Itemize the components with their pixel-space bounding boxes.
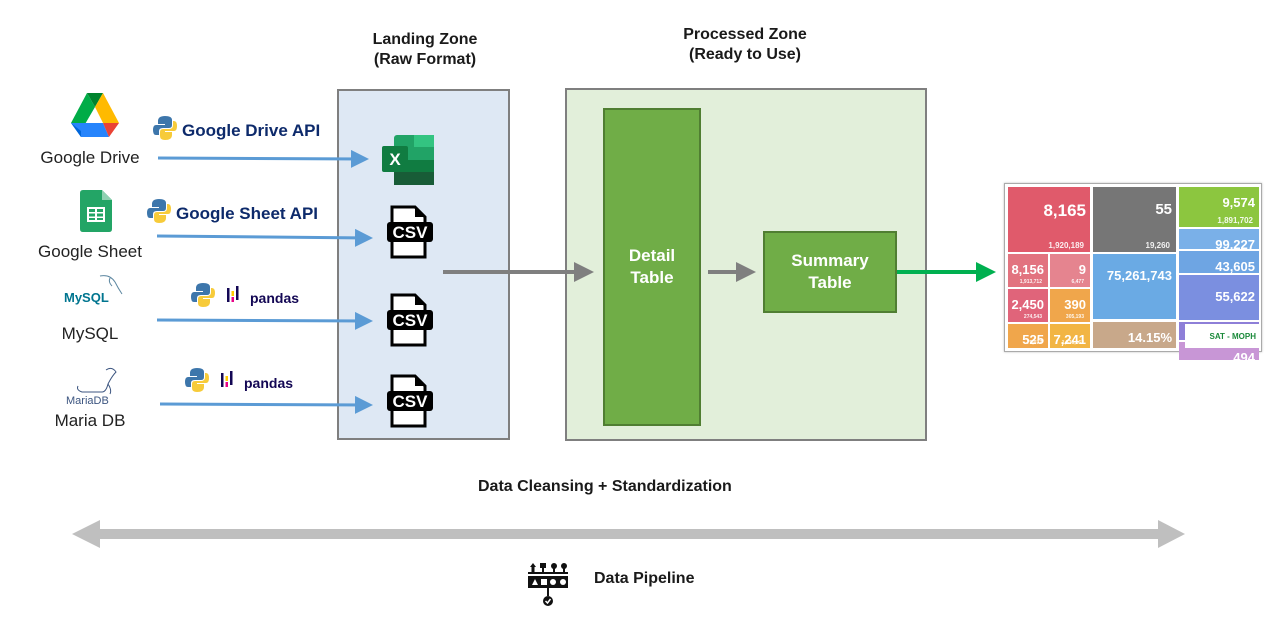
dashboard-tile: 75,261,743 xyxy=(1093,254,1176,319)
excel-file-label: X xyxy=(389,150,401,169)
dashboard-thumbnail: 8,165 1,920,189 55 19,260 9,574 1,891,702 99,2… xyxy=(1004,183,1262,360)
mariadb-logo-text: MariaDB xyxy=(66,395,109,407)
dashboard-tile-value: 525 xyxy=(1022,332,1044,347)
dashboard-tile-value: 55,622 xyxy=(1215,289,1255,304)
dashboard-tile-value: 9 xyxy=(1078,262,1086,277)
csv-file-label: CSV xyxy=(393,311,429,330)
python-icon xyxy=(152,115,178,146)
mysql-logo-text: MySQL xyxy=(64,290,109,305)
dashboard-tile-value: 75,261,743 xyxy=(1106,268,1172,283)
dashboard-tile: 9,574 1,891,702 xyxy=(1179,187,1259,227)
ingest-arrow-gsheet xyxy=(156,228,373,247)
google-sheets-icon xyxy=(80,190,112,237)
dashboard-tile-value: 494 xyxy=(1233,350,1255,360)
dashboard-tile-value: 9,574 xyxy=(1222,195,1255,210)
connector-label-mariadb: pandas xyxy=(244,374,294,391)
dashboard-tile: 55,622 xyxy=(1179,275,1259,320)
python-icon xyxy=(184,367,210,398)
dashboard-tile: 43,605 xyxy=(1179,251,1259,273)
dashboard-tile-total: 305,193 xyxy=(1065,314,1084,320)
dashboard-tile-value: 43,605 xyxy=(1215,259,1255,273)
dashboard-tile-total: 6,477 xyxy=(1071,279,1084,285)
connector-label-mysql: pandas xyxy=(250,289,300,306)
mariadb-logo-icon: MariaDB xyxy=(62,364,128,408)
dashboard-tile: 55 19,260 xyxy=(1093,187,1176,252)
dashboard-tile: 8,156 1,913,712 xyxy=(1008,254,1048,287)
connector-mariadb: pandas xyxy=(184,367,293,398)
dashboard-tile-total: 1,920,189 xyxy=(1048,241,1084,250)
detail-table-label-2: Table xyxy=(630,268,674,287)
dashboard-tile-value: 14.15% xyxy=(1127,330,1172,345)
dashboard-tile: 2,450 274,543 xyxy=(1008,289,1048,322)
landing-zone-title-line2: (Raw Format) xyxy=(373,51,477,68)
csv-file-icon: CSV xyxy=(387,293,433,352)
dashboard-tile-total: 1,891,702 xyxy=(1217,216,1253,225)
ingest-arrow-mysql xyxy=(156,311,373,330)
python-icon xyxy=(190,282,216,313)
dashboard-tile-value: 7,241 xyxy=(1053,332,1086,347)
python-icon xyxy=(146,198,172,229)
dashboard-tile: 14.15% xyxy=(1093,322,1176,348)
google-drive-icon xyxy=(69,93,121,144)
connector-gsheet: Google Sheet API xyxy=(146,198,318,229)
dashboard-tile-value: 99,227 xyxy=(1215,237,1255,249)
dashboard-tile-value: 55 xyxy=(1155,201,1172,218)
connector-gdrive: Google Drive API xyxy=(152,115,320,146)
dashboard-tile-value: 2,450 xyxy=(1011,297,1044,312)
dashboard-tile-value: 8,165 xyxy=(1043,201,1086,220)
landing-zone-title: Landing Zone (Raw Format) xyxy=(330,30,520,70)
source-label-google-sheet: Google Sheet xyxy=(38,242,142,261)
source-label-mysql: MySQL xyxy=(61,324,119,343)
csv-file-icon: CSV xyxy=(387,205,433,264)
excel-file-icon: X xyxy=(382,135,436,190)
dashboard-tile: 390 305,193 xyxy=(1050,289,1090,322)
csv-file-label: CSV xyxy=(393,392,429,411)
pipeline-label: Data Pipeline xyxy=(594,570,695,587)
summary-table-label-1: Summary xyxy=(791,251,869,270)
ingest-arrow-mariadb xyxy=(159,395,373,414)
process-label: Data Cleansing + Standardization xyxy=(478,478,732,495)
pandas-icon xyxy=(220,371,234,394)
connector-label-gdrive: Google Drive API xyxy=(182,120,321,140)
source-label-google-drive: Google Drive xyxy=(40,148,140,167)
dashboard-tile-total: 274,543 xyxy=(1023,314,1042,320)
connector-label-gsheet: Google Sheet API xyxy=(176,203,319,223)
dashboard-brand: SAT - MOPH xyxy=(1185,324,1259,348)
data-pipeline-icon xyxy=(526,563,570,612)
dashboard-tile-value: 8,156 xyxy=(1011,262,1044,277)
csv-file-label: CSV xyxy=(393,223,429,242)
dashboard-tile-total: 1,536,162 xyxy=(1061,340,1084,346)
landing-zone-title-line1: Landing Zone xyxy=(372,31,478,48)
dashboard-tile-total: 79,077 xyxy=(1026,340,1042,346)
detail-table-label-1: Detail xyxy=(628,246,676,265)
summary-table-label-2: Table xyxy=(808,273,852,292)
dashboard-tile: 99,227 xyxy=(1179,229,1259,249)
processed-zone-title-line1: Processed Zone xyxy=(683,26,807,43)
dashboard-tile-value: 390 xyxy=(1064,297,1086,312)
dashboard-tile-total: 1,913,712 xyxy=(1019,279,1042,285)
span-double-arrow xyxy=(72,520,1185,548)
processed-zone-title-line2: (Ready to Use) xyxy=(688,46,802,63)
dashboard-tile: 8,165 1,920,189 xyxy=(1008,187,1090,252)
dashboard-tile-total: 19,260 xyxy=(1145,241,1170,250)
pandas-icon xyxy=(226,286,240,309)
processed-zone-title: Processed Zone (Ready to Use) xyxy=(620,25,870,65)
dashboard-tile: 9 6,477 xyxy=(1050,254,1090,287)
source-label-mariadb: Maria DB xyxy=(54,411,126,430)
ingest-arrow-gdrive xyxy=(157,149,369,168)
mysql-logo-icon: MySQL xyxy=(60,272,130,306)
csv-file-icon: CSV xyxy=(387,374,433,433)
connector-mysql: pandas xyxy=(190,282,299,313)
